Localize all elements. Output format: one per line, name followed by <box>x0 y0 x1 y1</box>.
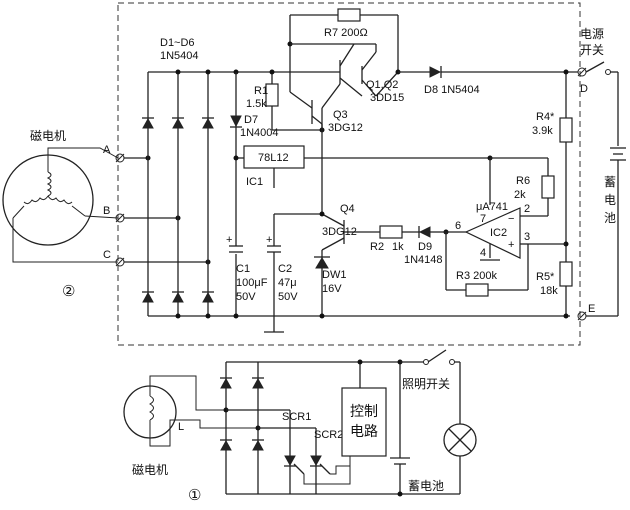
opamp-ic2 <box>464 207 521 261</box>
r1-value: 1.5k <box>246 98 267 110</box>
pin4-label: 4 <box>480 247 486 259</box>
c1-voltage: 50V <box>236 291 256 303</box>
controller-boundary <box>117 2 581 346</box>
bridge-rectifier <box>142 69 570 319</box>
c1-value: 100μF <box>236 277 268 289</box>
power-switch-label-1: 电源 <box>580 27 604 41</box>
q3-label: Q3 <box>333 109 348 121</box>
svg-text:+: + <box>266 234 272 246</box>
d7-part: 1N4004 <box>240 127 279 139</box>
d9-part: 1N4148 <box>404 254 443 266</box>
battery-label-3: 池 <box>604 211 616 225</box>
lamp <box>443 362 477 494</box>
r6-label: R6 <box>516 175 530 187</box>
magneto-generator-bottom <box>123 385 177 439</box>
c1-label: C1 <box>236 263 250 275</box>
resistor-r7 <box>289 8 399 72</box>
ic2-part: μA741 <box>476 201 508 213</box>
transistor-q3 <box>272 72 323 131</box>
r2-value: 1k <box>392 241 404 253</box>
magneto-generator <box>2 154 94 246</box>
resistor-r5 <box>559 261 573 287</box>
c2-voltage: 50V <box>278 291 298 303</box>
battery-label-2: 电 <box>604 193 616 207</box>
diode-d7 <box>230 69 242 316</box>
q3-part: 3DG12 <box>328 122 363 134</box>
c2-value: 47μ <box>278 277 297 289</box>
svg-text:+: + <box>226 234 232 246</box>
q12-part: 3DD15 <box>370 92 404 104</box>
pin3-label: 3 <box>524 231 530 243</box>
resistor-r6 <box>520 175 555 217</box>
r3-label: R3 200k <box>456 270 497 282</box>
power-switch <box>585 61 618 75</box>
pin6-label: 6 <box>455 220 461 232</box>
capacitor-c1: + <box>226 234 243 319</box>
c2-label: C2 <box>278 263 292 275</box>
resistor-r2 <box>360 225 403 239</box>
r5-label: R5* <box>536 271 555 283</box>
lighting-switch-label: 照明开关 <box>402 377 450 391</box>
circuit-tag-2: ② <box>62 283 75 300</box>
pin2-label: 2 <box>524 203 530 215</box>
control-label-1: 控制 <box>350 404 378 420</box>
terminal-c-label: C <box>103 249 111 261</box>
control-circuit-box <box>341 387 387 457</box>
scr2 <box>258 427 331 494</box>
resistor-r4 <box>559 117 573 143</box>
r4-label: R4* <box>536 111 555 123</box>
ic1-label: IC1 <box>246 176 263 188</box>
transistor-q4 <box>321 130 360 258</box>
ic1-part: 78L12 <box>258 152 289 164</box>
scr1-label: SCR1 <box>282 411 311 423</box>
magneto-label: 磁电机 <box>30 128 66 143</box>
diode-d9 <box>402 226 446 238</box>
scr1 <box>226 409 305 494</box>
q4-part: 3DG12 <box>322 226 357 238</box>
bottom-battery-label: 蓄电池 <box>408 479 444 493</box>
transistor-q1-q2 <box>320 43 399 130</box>
r7-label: R7 200Ω <box>324 27 368 39</box>
zener-dw1 <box>314 256 330 319</box>
r6-value: 2k <box>514 189 526 201</box>
dw1-label: DW1 <box>322 269 346 281</box>
dw1-value: 16V <box>322 283 342 295</box>
terminal-d <box>577 67 587 77</box>
lighting-switch <box>400 349 460 365</box>
plus-sign: + <box>508 239 514 251</box>
battery-top <box>610 72 626 316</box>
resistor-r3 <box>446 244 529 297</box>
terminal-e <box>577 311 587 321</box>
terminal-d-label: D <box>580 83 588 95</box>
minus-sign: − <box>508 213 514 225</box>
resistor-r1 <box>265 69 279 130</box>
terminal-e-label: E <box>588 303 595 315</box>
bridge-part: 1N5404 <box>160 50 199 62</box>
r5-value: 18k <box>540 285 558 297</box>
scr2-label: SCR2 <box>314 429 343 441</box>
bottom-magneto-label: 磁电机 <box>132 462 168 477</box>
capacitor-c2: + <box>264 214 284 333</box>
circuit-tag-1: ① <box>188 487 201 504</box>
control-label-2: 电路 <box>350 424 378 440</box>
terminal-b-label: B <box>103 205 110 217</box>
r1-label: R1 <box>254 85 268 97</box>
pin7-label: 7 <box>480 213 486 225</box>
diode-d8 <box>429 66 442 78</box>
r2-label: R2 <box>370 241 384 253</box>
terminal-a-label: A <box>103 144 111 156</box>
d9-label: D9 <box>418 241 432 253</box>
r4-value: 3.9k <box>532 125 553 137</box>
d8-label: D8 1N5404 <box>424 84 480 96</box>
ic2-label: IC2 <box>490 227 507 239</box>
q4-label: Q4 <box>340 203 355 215</box>
d7-label: D7 <box>244 114 258 126</box>
q12-label: Q1,Q2 <box>366 79 398 91</box>
coil-label: L <box>178 421 184 433</box>
bridge-label: D1~D6 <box>160 37 195 49</box>
battery-label-1: 蓄 <box>604 175 616 189</box>
power-switch-label-2: 开关 <box>580 43 604 57</box>
